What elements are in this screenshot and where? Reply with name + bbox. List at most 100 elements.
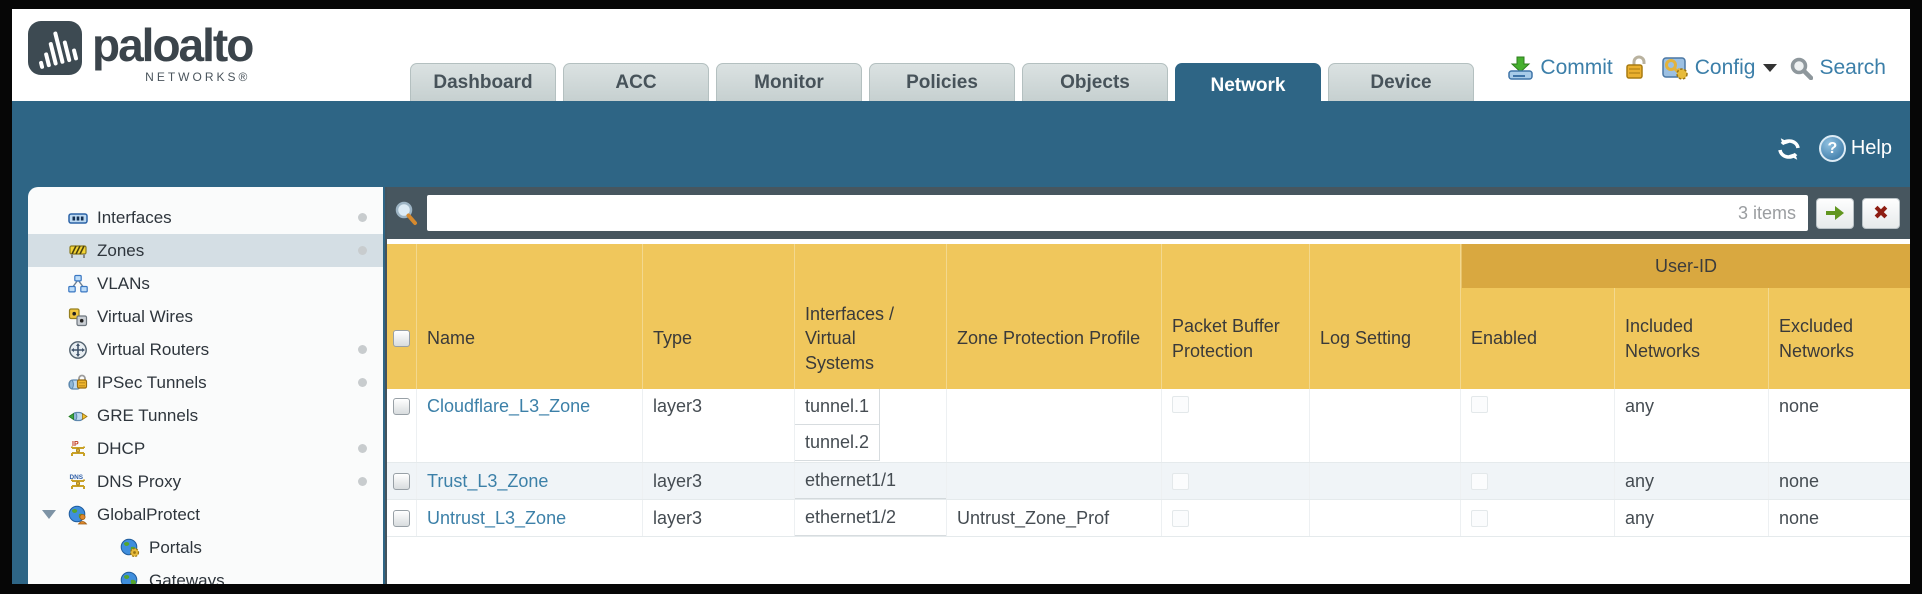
zone-name-link[interactable]: Trust_L3_Zone — [427, 470, 549, 491]
filter-input[interactable] — [427, 195, 1738, 231]
zone-interfaces-cell: tunnel.1 tunnel.2 — [795, 389, 947, 462]
zone-name-link[interactable]: Untrust_L3_Zone — [427, 507, 567, 528]
sidebar-item-label: IPSec Tunnels — [97, 372, 207, 392]
sidebar-item-label: VLANs — [97, 273, 150, 293]
content-toolbar: ? Help — [1775, 135, 1892, 162]
lock-icon[interactable] — [1625, 55, 1649, 81]
col-header-interfaces[interactable]: Interfaces / Virtual Systems — [795, 244, 947, 389]
user-id-enabled-checkbox — [1471, 509, 1488, 527]
col-header-enabled[interactable]: Enabled — [1461, 244, 1615, 389]
zones-main-panel: 3 items ✖ Name Type Interfaces / Virtua — [385, 187, 1910, 584]
sidebar-item-globalprotect[interactable]: GlobalProtect — [28, 498, 383, 531]
col-header-type[interactable]: Type — [643, 244, 795, 389]
tab-dashboard[interactable]: Dashboard — [410, 63, 556, 101]
main-nav-tabs: Dashboard ACC Monitor Policies Objects N… — [410, 63, 1474, 107]
sidebar-item-zones[interactable]: Zones — [28, 234, 383, 267]
table-header: Name Type Interfaces / Virtual Systems Z… — [387, 244, 1910, 389]
col-header-name[interactable]: Name — [417, 244, 643, 389]
commit-button[interactable]: Commit — [1507, 55, 1613, 81]
items-count: 3 items — [1737, 202, 1796, 223]
col-header-included-networks[interactable]: Included Networks — [1615, 244, 1769, 389]
zones-table: Name Type Interfaces / Virtual Systems Z… — [387, 244, 1910, 537]
log-setting — [1310, 500, 1461, 536]
search-button[interactable]: Search — [1789, 56, 1886, 80]
portals-icon — [120, 538, 140, 557]
commit-icon — [1508, 56, 1534, 80]
user-id-enabled-checkbox — [1471, 396, 1488, 413]
interface-item: ethernet1/2 — [795, 500, 946, 536]
filter-bar: 3 items ✖ — [387, 187, 1910, 239]
user-id-group-header: User-ID — [1461, 244, 1910, 288]
row-checkbox[interactable] — [393, 398, 410, 415]
refresh-icon[interactable] — [1775, 136, 1803, 162]
sidebar-item-interfaces[interactable]: Interfaces — [28, 201, 383, 234]
interfaces-icon — [68, 212, 88, 224]
packet-buffer-checkbox — [1172, 396, 1189, 413]
sidebar-item-gateways[interactable]: Gateways — [28, 564, 383, 584]
row-checkbox[interactable] — [393, 509, 410, 527]
tab-acc[interactable]: ACC — [563, 63, 709, 101]
status-dot — [358, 444, 367, 453]
gateways-icon — [120, 571, 140, 584]
brand-name: paloalto — [92, 19, 254, 71]
col-header-zone-protection-profile[interactable]: Zone Protection Profile — [947, 244, 1162, 389]
sidebar-item-label: Interfaces — [97, 207, 172, 227]
sidebar-item-virtual-wires[interactable]: Virtual Wires — [28, 300, 383, 333]
zone-type: layer3 — [643, 463, 795, 499]
config-icon — [1662, 57, 1688, 80]
status-dot — [358, 378, 367, 387]
row-checkbox[interactable] — [393, 472, 410, 490]
chevron-down-icon — [1763, 64, 1778, 72]
sidebar-item-virtual-routers[interactable]: Virtual Routers — [28, 333, 383, 366]
logo-waveform-icon — [32, 27, 78, 69]
gre-tunnels-icon — [68, 411, 88, 421]
zone-protection-profile: Untrust_Zone_Prof — [947, 500, 1162, 536]
col-header-packet-buffer-protection[interactable]: Packet Buffer Protection — [1162, 244, 1310, 389]
tab-monitor[interactable]: Monitor — [716, 63, 862, 101]
config-label: Config — [1694, 56, 1756, 79]
sidebar-item-label: Virtual Wires — [97, 306, 194, 326]
sidebar-item-dns-proxy[interactable]: DNS DNS Proxy — [28, 465, 383, 498]
packet-buffer-checkbox — [1172, 472, 1189, 490]
filter-input-wrap: 3 items — [427, 195, 1808, 231]
excluded-networks: none — [1779, 396, 1820, 416]
collapse-triangle-icon[interactable] — [42, 510, 56, 519]
sidebar-item-label: GRE Tunnels — [97, 405, 199, 425]
brand-subtitle: NETWORKS® — [145, 70, 251, 85]
config-menu-button[interactable]: Config — [1661, 55, 1778, 81]
sidebar-item-ipsec-tunnels[interactable]: IPSec Tunnels — [28, 366, 383, 399]
sidebar-item-label: Portals — [149, 537, 202, 557]
header-select-cell — [387, 244, 417, 389]
tab-policies[interactable]: Policies — [869, 63, 1015, 101]
table-row: Untrust_L3_Zone layer3 ethernet1/2 Untru… — [387, 500, 1910, 537]
apply-filter-button[interactable] — [1816, 197, 1854, 229]
zone-type: layer3 — [643, 389, 795, 462]
sidebar-item-portals[interactable]: Portals — [28, 531, 383, 564]
col-header-excluded-networks[interactable]: Excluded Networks — [1779, 316, 1855, 361]
zone-name-link[interactable]: Cloudflare_L3_Zone — [427, 396, 591, 416]
paloalto-logo-icon — [28, 21, 82, 75]
status-dot — [358, 213, 367, 222]
user-id-enabled-checkbox — [1471, 472, 1488, 490]
tab-objects[interactable]: Objects — [1022, 63, 1168, 101]
tab-network[interactable]: Network — [1175, 63, 1321, 107]
red-x-icon: ✖ — [1873, 202, 1889, 224]
globalprotect-icon — [68, 505, 88, 524]
commit-label: Commit — [1540, 56, 1613, 79]
sidebar-item-vlans[interactable]: VLANs — [28, 267, 383, 300]
sidebar-item-dhcp[interactable]: IP DHCP — [28, 432, 383, 465]
select-all-checkbox[interactable] — [393, 330, 410, 347]
tab-device[interactable]: Device — [1328, 63, 1474, 101]
status-dot — [358, 345, 367, 354]
vlans-icon — [68, 274, 88, 293]
help-button[interactable]: ? Help — [1818, 135, 1892, 162]
sidebar-item-gre-tunnels[interactable]: GRE Tunnels — [28, 399, 383, 432]
dhcp-icon: IP — [71, 441, 85, 456]
sidebar-item-label: DHCP — [97, 438, 146, 458]
zone-type: layer3 — [643, 500, 795, 536]
help-label: Help — [1850, 137, 1892, 159]
col-header-log-setting[interactable]: Log Setting — [1310, 244, 1461, 389]
excluded-networks: none — [1779, 470, 1820, 491]
clear-filter-button[interactable]: ✖ — [1862, 197, 1900, 229]
